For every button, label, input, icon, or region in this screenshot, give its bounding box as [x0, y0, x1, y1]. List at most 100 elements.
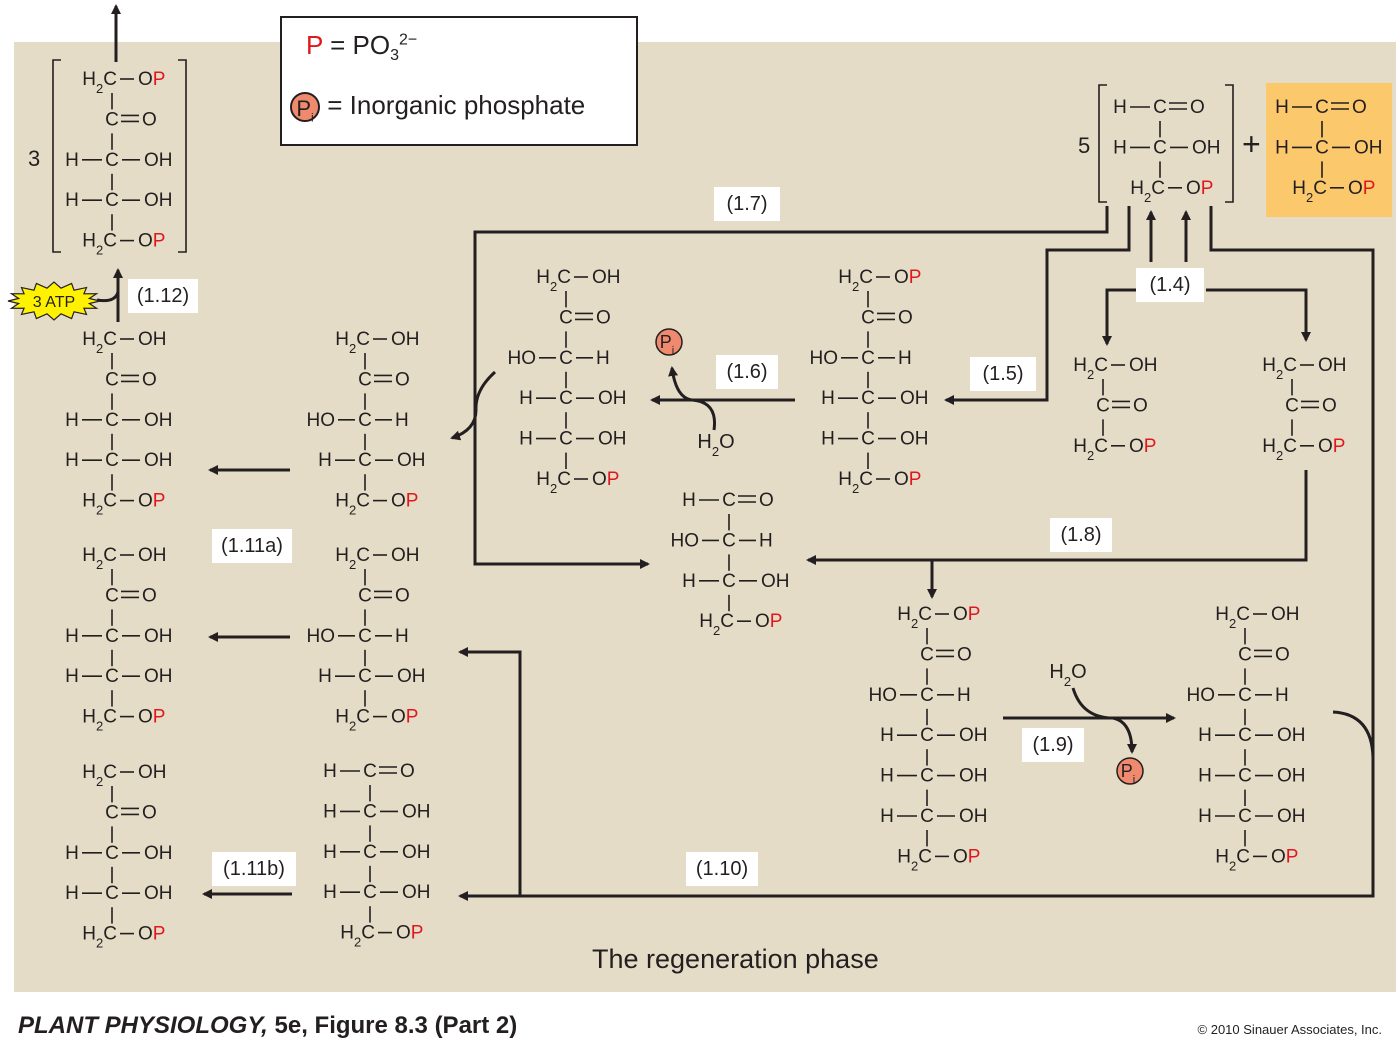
- group-label: HO: [671, 530, 700, 551]
- group-label: O: [395, 369, 410, 390]
- carbon-label: H2C: [1073, 355, 1108, 382]
- carbon-label: H2C: [1215, 604, 1250, 631]
- carbon-label: C: [920, 725, 934, 746]
- carbon-label: H2C: [82, 707, 117, 734]
- group-label: OH: [1271, 604, 1300, 625]
- group-label: H: [65, 843, 79, 864]
- group-label: OH: [138, 762, 167, 783]
- group-label: OH: [397, 450, 426, 471]
- group-label: OH: [761, 571, 790, 592]
- carbon-label: C: [722, 571, 736, 592]
- group-label: H: [880, 806, 894, 827]
- carbon-label: C: [1153, 97, 1167, 118]
- step-label-1-6: (1.6): [716, 355, 778, 389]
- output-bracket: [52, 59, 187, 253]
- group-label: O: [759, 490, 774, 511]
- pi-icon: Pi: [290, 92, 320, 125]
- group-label: O: [142, 369, 157, 390]
- input-coefficient: 5: [1078, 133, 1091, 158]
- carbon-label: C: [1238, 766, 1252, 787]
- group-label: H: [1275, 97, 1289, 118]
- carbon-label: C: [559, 348, 573, 369]
- arrow-to-xylulose-b: [458, 647, 522, 896]
- carbon-label: C: [358, 450, 372, 471]
- carbon-label: H2C: [897, 604, 932, 631]
- group-label: OH: [144, 843, 173, 864]
- group-label: H: [65, 150, 79, 171]
- group-label: OP: [1186, 178, 1213, 199]
- group-label: O: [957, 644, 972, 665]
- group-label: H: [323, 842, 337, 863]
- step-label-1-8: (1.8): [1050, 518, 1112, 552]
- carbon-label: H2C: [82, 545, 117, 572]
- group-label: H: [821, 388, 835, 409]
- carbon-label: C: [1285, 395, 1299, 416]
- group-label: HO: [307, 410, 336, 431]
- group-label: H: [759, 530, 773, 551]
- legend-box: P = PO32− Pi = Inorganic phosphate: [280, 16, 638, 146]
- carbon-label: C: [1238, 806, 1252, 827]
- carbon-label: C: [559, 307, 573, 328]
- carbon-label: H2C: [335, 545, 370, 572]
- group-label: H: [519, 429, 533, 450]
- group-label: OH: [144, 883, 173, 904]
- group-label: H: [1198, 766, 1212, 787]
- background-panel: [14, 42, 1396, 992]
- group-label: OH: [402, 882, 431, 903]
- group-label: H: [682, 571, 696, 592]
- carbon-label: C: [105, 883, 119, 904]
- carbon-label: C: [920, 685, 934, 706]
- carbon-label: C: [1096, 395, 1110, 416]
- arrow-1-10: [458, 206, 1375, 901]
- carbon-label: C: [105, 626, 119, 647]
- carbon-label: C: [105, 410, 119, 431]
- group-label: OH: [598, 388, 627, 409]
- group-label: H: [1275, 137, 1289, 158]
- carbon-label: C: [105, 190, 119, 211]
- legend-phosphate: P = PO32−: [306, 30, 417, 65]
- figure-caption: PLANT PHYSIOLOGY, 5e, Figure 8.3 (Part 2…: [18, 1012, 518, 1039]
- step-label-1-9: (1.9): [1022, 728, 1084, 762]
- group-label: O: [142, 802, 157, 823]
- group-label: H: [1198, 806, 1212, 827]
- arrow-1-4-to-dhap-a: [1102, 288, 1140, 346]
- group-label: OH: [138, 545, 167, 566]
- carbon-label: H2C: [838, 469, 873, 496]
- carbon-label: C: [1238, 725, 1252, 746]
- carbon-label: C: [358, 666, 372, 687]
- group-label: H: [318, 666, 332, 687]
- group-label: OP: [953, 604, 980, 625]
- group-label: OH: [1277, 806, 1306, 827]
- carbon-label: C: [105, 585, 119, 606]
- carbon-label: C: [358, 585, 372, 606]
- carbon-label: H2C: [536, 469, 571, 496]
- group-label: O: [1190, 97, 1205, 118]
- arrow-1-4-to-dhap-b: [1206, 288, 1311, 342]
- group-label: O: [400, 761, 415, 782]
- copyright: © 2010 Sinauer Associates, Inc.: [1197, 1022, 1382, 1037]
- carbon-label: C: [1315, 137, 1329, 158]
- group-label: HO: [810, 348, 839, 369]
- group-label: OP: [396, 923, 423, 944]
- arrow-sedoheptulose-curve: [1332, 710, 1375, 759]
- group-label: H: [821, 429, 835, 450]
- carbon-label: H2C: [1215, 846, 1250, 873]
- group-label: OH: [402, 801, 431, 822]
- input-bracket: [1098, 84, 1234, 203]
- group-label: OH: [1354, 137, 1383, 158]
- group-label: O: [1133, 395, 1148, 416]
- group-label: OH: [144, 626, 173, 647]
- group-label: OH: [397, 666, 426, 687]
- step-label-1-7: (1.7): [714, 187, 780, 221]
- carbon-label: H2C: [897, 846, 932, 873]
- arrow-1-9-water-pi: [1071, 687, 1137, 754]
